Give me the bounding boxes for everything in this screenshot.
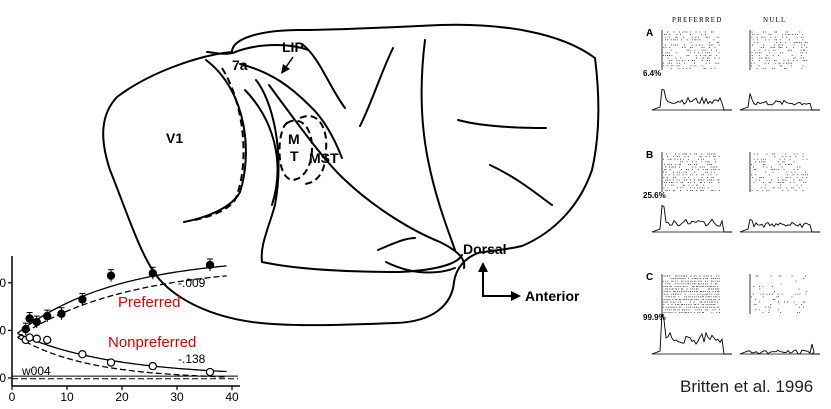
psth-trace xyxy=(651,313,732,355)
mt-border xyxy=(278,119,314,182)
spike-raster xyxy=(663,153,720,191)
preferred-data-point xyxy=(78,295,87,304)
sulcus-line xyxy=(206,51,237,55)
nonpreferred-data-point xyxy=(25,333,34,342)
sulcus-line xyxy=(301,43,346,109)
spike-raster xyxy=(663,275,720,313)
spike-raster xyxy=(751,275,808,313)
raster-panels: A 6.4% B 25.6% C 99.9% xyxy=(643,28,820,355)
raster-figure: PREFERRED NULL A 6.4% B 25.6% C 99.9% xyxy=(643,16,820,355)
nonpreferred-label: Nonpreferred xyxy=(108,334,196,351)
nonpreferred-data-point xyxy=(205,367,215,377)
preferred-fit-curve-dashed xyxy=(17,275,227,338)
lunate-sulcus xyxy=(183,59,247,223)
nonpreferred-slope: -.138 xyxy=(178,352,206,366)
psth-trace xyxy=(651,88,732,111)
y-ticks: 0 20 40 xyxy=(0,276,12,385)
tuning-plot: 0 20 40 0 10 20 30 40 Preferred Nonpreferred -… xyxy=(0,256,240,404)
preferred-data-point xyxy=(32,317,41,327)
psth-trace xyxy=(739,93,820,111)
preferred-label: Preferred xyxy=(118,294,181,311)
lip-arrow xyxy=(281,56,294,74)
preferred-data-point xyxy=(21,325,30,334)
nonpreferred-data-point xyxy=(148,361,157,371)
raster-row: B 25.6% xyxy=(643,150,820,233)
brain-outline xyxy=(102,23,600,327)
orientation-axes xyxy=(482,268,514,297)
dorsal-arrowhead xyxy=(478,262,488,272)
preferred-slope: -.009 xyxy=(178,276,206,290)
nonpreferred-data-point xyxy=(32,334,41,343)
preferred-data-point xyxy=(25,314,34,323)
sulcus-line xyxy=(239,63,343,159)
dorsal-label: Dorsal xyxy=(463,241,507,257)
x-ticks: 0 10 20 30 40 xyxy=(9,386,239,404)
citation: Britten et al. 1996 xyxy=(680,377,814,396)
mst-border xyxy=(299,115,328,185)
nonpreferred-data-point xyxy=(43,335,52,345)
y-tick-label: 40 xyxy=(0,276,6,290)
preferred-data-point xyxy=(205,260,215,270)
raster-col-null: NULL xyxy=(763,16,786,24)
spike-raster xyxy=(751,153,808,191)
anterior-arrowhead xyxy=(511,291,521,301)
x-tick-label: 0 xyxy=(9,390,16,404)
psth-trace xyxy=(651,204,732,233)
y-tick-label: 20 xyxy=(0,323,6,337)
nonpreferred-fit-curve xyxy=(17,332,227,373)
sts-upper xyxy=(255,79,463,273)
coherence-label: 25.6% xyxy=(643,191,666,200)
brain-drawing xyxy=(102,23,600,327)
preferred-fit-curve xyxy=(17,265,227,334)
mt-label-m: M xyxy=(288,131,300,147)
x-tick-label: 40 xyxy=(225,390,239,404)
raster-col-preferred: PREFERRED xyxy=(672,16,722,24)
data-points xyxy=(21,258,215,377)
sulcus-line xyxy=(377,237,416,251)
raster-panel-letter: C xyxy=(646,272,653,283)
x-tick-label: 30 xyxy=(170,390,184,404)
sulcus-line xyxy=(234,44,309,53)
psth-trace xyxy=(739,343,820,355)
raster-row: A 6.4% xyxy=(643,28,820,111)
preferred-data-point xyxy=(57,309,66,318)
nonpreferred-data-point xyxy=(106,358,116,367)
preferred-data-point xyxy=(106,271,116,280)
sulcus-line xyxy=(385,261,456,274)
coherence-label: 6.4% xyxy=(643,69,661,78)
spike-raster xyxy=(663,31,720,69)
x-tick-label: 10 xyxy=(60,390,74,404)
sulcus-line xyxy=(457,119,547,129)
area-7a-label: 7a xyxy=(232,57,248,73)
raster-panel-letter: B xyxy=(646,150,653,161)
raster-panel-letter: A xyxy=(646,28,653,39)
sulcus-line xyxy=(244,89,279,206)
y-tick-label: 0 xyxy=(0,371,6,385)
v1-border xyxy=(194,67,245,221)
x-tick-label: 20 xyxy=(115,390,129,404)
brain-dashed-borders xyxy=(194,67,328,221)
sulcus-line xyxy=(420,39,456,251)
mst-label: MST xyxy=(309,150,339,166)
fit-curves xyxy=(12,265,238,380)
cell-id-label: w004 xyxy=(21,364,51,378)
coherence-label: 99.9% xyxy=(643,313,666,322)
preferred-data-point xyxy=(148,269,157,278)
sulcus-line xyxy=(359,47,394,127)
sulcus-line xyxy=(489,164,553,206)
spike-raster xyxy=(751,31,808,69)
raster-row: C 99.9% xyxy=(643,272,820,355)
preferred-data-point xyxy=(43,311,52,321)
nonpreferred-fit-curve-dashed xyxy=(17,336,227,378)
anterior-label: Anterior xyxy=(525,288,580,304)
v1-label: V1 xyxy=(166,130,183,146)
psth-trace xyxy=(739,218,820,233)
lip-label: LIP xyxy=(282,39,304,55)
nonpreferred-data-point xyxy=(78,350,87,359)
mt-label-t: T xyxy=(290,148,299,164)
